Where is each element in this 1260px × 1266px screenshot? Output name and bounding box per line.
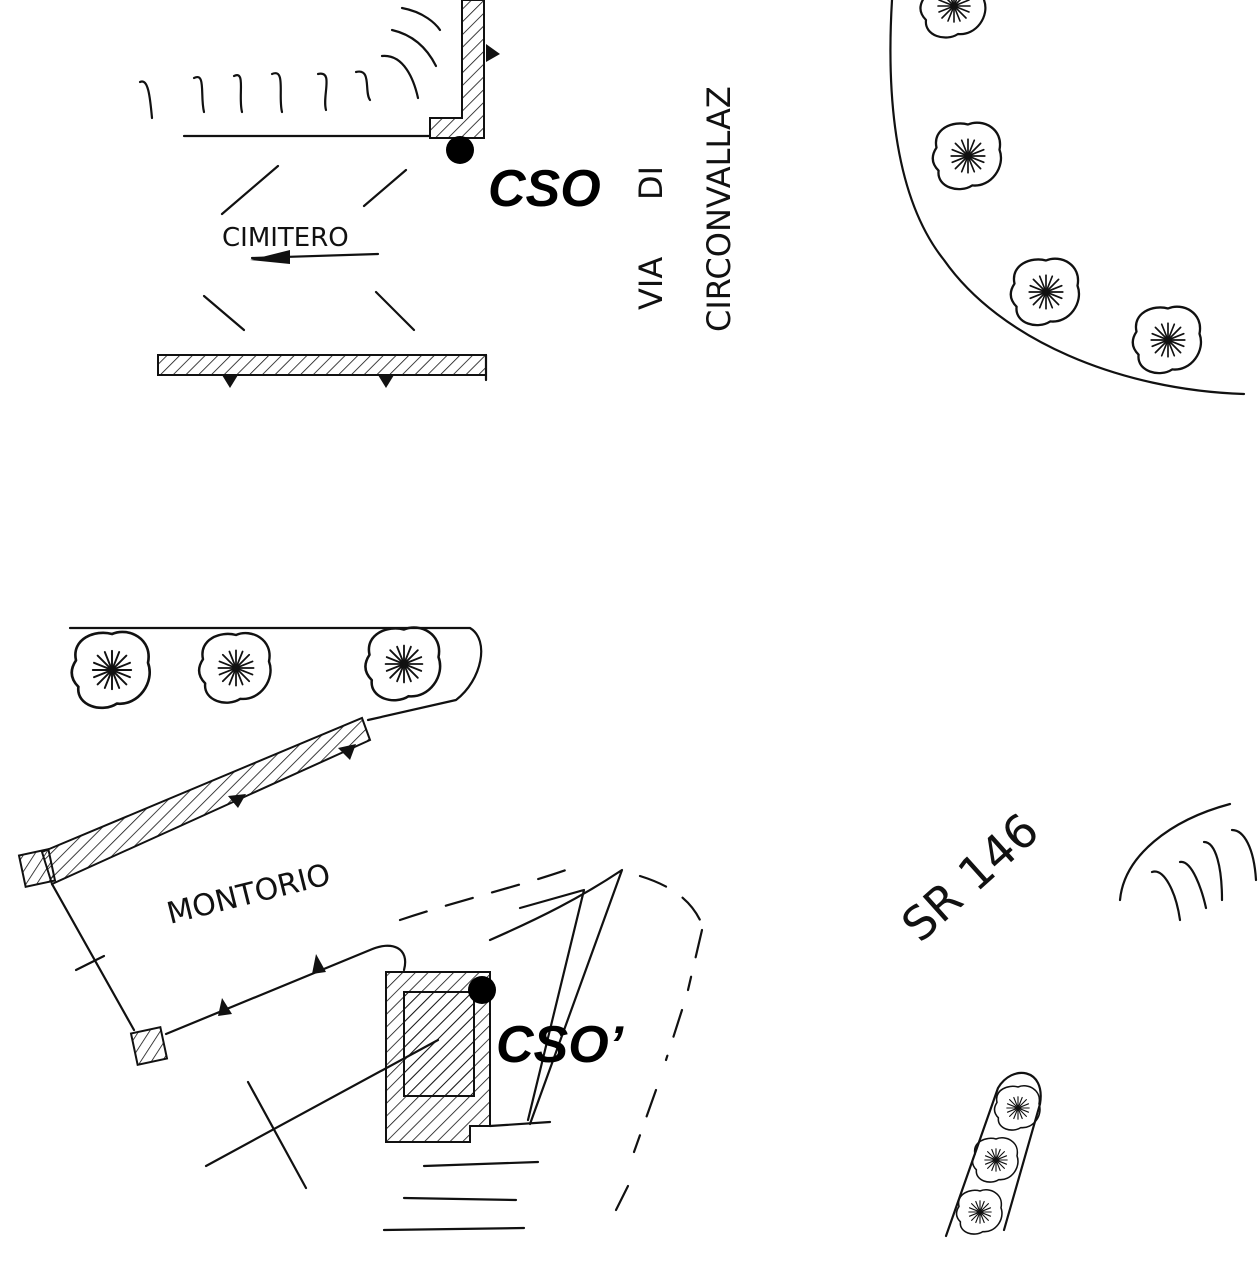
road-label-di: DI <box>632 166 670 200</box>
tree-icon <box>971 1137 1019 1183</box>
tree-icon <box>364 626 442 702</box>
flow-arrow-icon <box>250 250 290 264</box>
cso-prime-point-icon <box>468 976 496 1004</box>
cso-prime-label: CSO’ <box>496 1016 625 1074</box>
cemetery-area: CIMITERO <box>138 0 500 388</box>
tree-icon <box>70 630 152 710</box>
tree-icon <box>993 1085 1041 1131</box>
montorio-area: MONTORIO <box>17 626 704 1232</box>
tree-icon <box>197 631 272 704</box>
sr146-marks <box>1118 802 1258 922</box>
tree-strip <box>944 1071 1042 1238</box>
tree-icon <box>919 0 987 39</box>
tree-icon <box>1131 305 1203 375</box>
park-area <box>889 0 1246 396</box>
sr146-label: SR 146 <box>891 803 1049 953</box>
cso-point-icon <box>446 136 474 164</box>
tree-icon <box>931 121 1003 191</box>
cso-label: CSO <box>488 160 601 218</box>
cemetery-label: CIMITERO <box>222 223 349 253</box>
road-label-via: VIA <box>632 257 670 310</box>
tree-icon <box>955 1189 1003 1235</box>
tree-icon <box>1009 257 1081 327</box>
montorio-label: MONTORIO <box>163 857 334 931</box>
road-label-circonvallaz: CIRCONVALLAZ <box>700 86 738 332</box>
